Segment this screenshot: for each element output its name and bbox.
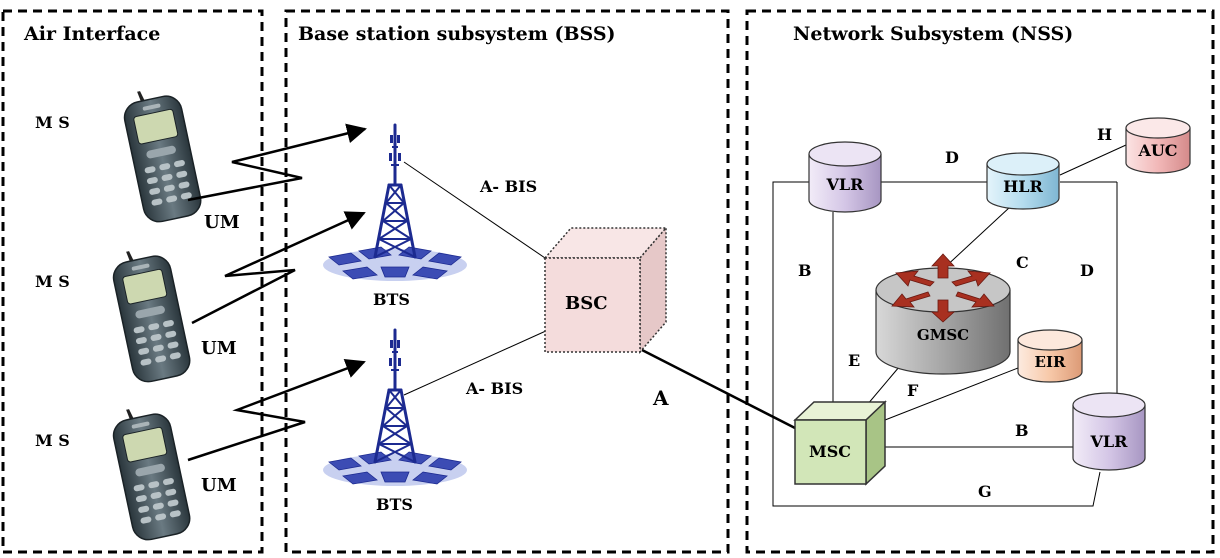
ms-label-2: M S xyxy=(35,272,70,291)
interface-e-label: E xyxy=(848,351,860,370)
interface-g-label: G xyxy=(978,482,992,501)
radio-link-1 xyxy=(187,123,367,202)
abis-link-1 xyxy=(403,161,549,261)
interface-f-label: F xyxy=(907,381,919,400)
ms-label-3: M S xyxy=(35,431,70,450)
auc-database-node xyxy=(1125,117,1191,174)
hlr-label: HLR xyxy=(1003,177,1043,196)
bts-tower-icon xyxy=(321,123,469,283)
a-interface-label: A xyxy=(652,386,669,410)
mobile-phone-icon xyxy=(107,400,194,544)
vlr-label-2: VLR xyxy=(1090,432,1129,451)
um-label-3: UM xyxy=(201,475,237,496)
vlr-database-node-2 xyxy=(1072,392,1146,471)
abis-label-1: A- BIS xyxy=(479,177,537,196)
bsc-node xyxy=(543,225,668,355)
radio-links xyxy=(187,123,367,462)
interface-d-label-2: D xyxy=(1080,261,1094,280)
air-interface-frame xyxy=(1,9,264,554)
bts-tower-icon xyxy=(321,328,469,488)
router-cylinder-icon xyxy=(891,253,995,323)
nss-frame xyxy=(745,9,1215,554)
radio-link-3 xyxy=(187,359,366,462)
interface-d-label-1: D xyxy=(945,148,959,167)
eir-label: EIR xyxy=(1035,353,1066,371)
mobile-phone-icon xyxy=(107,242,194,386)
interface-h-label: H xyxy=(1097,125,1112,144)
eir-database-node xyxy=(1017,329,1083,383)
hlr-database-node xyxy=(986,152,1060,210)
vlr-label: VLR xyxy=(826,175,865,194)
ms-label-1: M S xyxy=(35,113,70,132)
nss-title: Network Subsystem (NSS) xyxy=(793,23,1073,45)
um-label-1: UM xyxy=(204,212,240,233)
bss-title: Base station subsystem (BSS) xyxy=(298,23,616,45)
gmsc-router-node xyxy=(875,253,1011,375)
interface-b-label-2: B xyxy=(1015,421,1029,440)
bsc-label: BSC xyxy=(565,293,608,314)
a-interface-link xyxy=(641,348,796,430)
mobile-phone-icon xyxy=(118,82,205,226)
abis-label-2: A- BIS xyxy=(465,379,523,398)
um-label-2: UM xyxy=(201,338,237,359)
vlr-database-node xyxy=(808,141,882,213)
bts-label-2: BTS xyxy=(376,495,413,514)
msc-label: MSC xyxy=(809,442,851,461)
interface-c-label: C xyxy=(1016,253,1029,272)
interface-b-label-1: B xyxy=(798,261,812,280)
gmsc-label: GMSC xyxy=(917,326,969,344)
radio-link-2 xyxy=(191,211,366,325)
bss-frame xyxy=(284,9,730,554)
msc-node xyxy=(793,400,887,486)
air-interface-title: Air Interface xyxy=(23,23,160,45)
auc-label: AUC xyxy=(1137,141,1177,160)
bts-label-1: BTS xyxy=(373,290,410,309)
abis-link-2 xyxy=(403,329,549,396)
section-frames xyxy=(1,9,1215,554)
